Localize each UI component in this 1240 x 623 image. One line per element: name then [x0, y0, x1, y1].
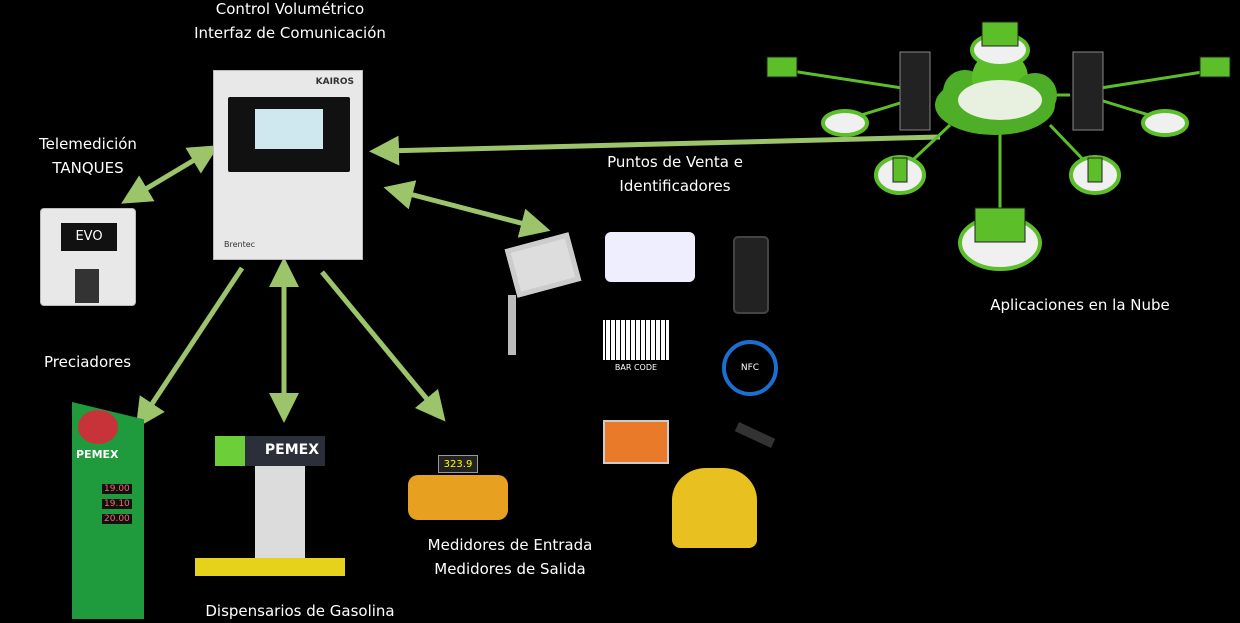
handheld-scanner	[733, 236, 769, 314]
pemex-eagle-icon	[78, 410, 118, 444]
telemedicion-label-line1: Telemedición	[39, 135, 137, 153]
brentec-logo: Brentec	[224, 240, 256, 249]
control-label-line1: Control Volumétrico	[215, 0, 365, 18]
dispenser-pemex-logo: PEMEX	[264, 442, 319, 458]
arrow-preciadores	[135, 266, 245, 429]
control-volumetrico-box: KAIROS Brentec	[213, 70, 363, 260]
kairos-logo: KAIROS	[315, 77, 354, 87]
control-label-line2: Interfaz de Comunicación	[194, 24, 386, 42]
screen-display	[255, 109, 323, 149]
dispensarios-label: Dispensarios de Gasolina	[205, 602, 395, 620]
price-premium: 19.10	[102, 499, 132, 509]
price-diesel: 20.00	[102, 514, 132, 524]
meter-display: 323.9	[438, 455, 478, 473]
price-sign: PEMEX 19.00 19.10 20.00	[72, 402, 144, 619]
price-magna: 19.00	[102, 484, 132, 494]
barcode-icon: BAR CODE	[603, 320, 669, 372]
barcode-text: BAR CODE	[603, 363, 669, 372]
puntos-venta-label-line2: Identificadores	[619, 177, 731, 195]
arrow-telemedicion	[121, 145, 219, 204]
meter-body	[408, 475, 508, 520]
arrow-puntos-venta	[383, 180, 551, 238]
pos-terminal	[605, 232, 695, 282]
evo-display: EVO	[61, 223, 117, 251]
telemedicion-label: Telemedición TANQUES	[18, 132, 158, 180]
pos-kiosk	[500, 232, 582, 370]
preciadores-label: Preciadores	[43, 353, 132, 371]
server-icons	[899, 51, 1104, 131]
sign-pemex-logo: PEMEX	[76, 448, 119, 461]
fuel-dispenser: PEMEX	[180, 436, 350, 586]
arrow-nube	[369, 134, 941, 166]
nfc-icon: NFC	[722, 340, 778, 396]
computer-icons	[766, 21, 1231, 243]
printer-slot	[75, 269, 99, 303]
dispenser-canopy: PEMEX	[215, 436, 325, 466]
control-label: Control Volumétrico Interfaz de Comunica…	[180, 0, 400, 45]
medidores-label: Medidores de Entrada Medidores de Salida	[400, 533, 620, 581]
nube-label: Aplicaciones en la Nube	[990, 296, 1170, 314]
telemedicion-label-line2: TANQUES	[52, 159, 124, 177]
tank-gauge-device: EVO	[40, 208, 136, 306]
dispenser-base	[195, 558, 345, 576]
fuel-nozzle-tag	[672, 468, 757, 548]
medidores-label-line1: Medidores de Entrada	[427, 536, 593, 554]
puntos-venta-label-line1: Puntos de Venta e	[607, 153, 743, 171]
touchscreen	[228, 97, 350, 172]
arrow-medidores	[320, 270, 446, 422]
kiosk-stand	[508, 295, 516, 355]
puntos-venta-label: Puntos de Venta e Identificadores	[585, 150, 765, 198]
card-icon	[603, 420, 669, 464]
flow-meter: 323.9	[408, 455, 508, 530]
dispenser-body	[255, 466, 305, 566]
kiosk-tablet	[504, 232, 582, 298]
medidores-label-line2: Medidores de Salida	[434, 560, 586, 578]
